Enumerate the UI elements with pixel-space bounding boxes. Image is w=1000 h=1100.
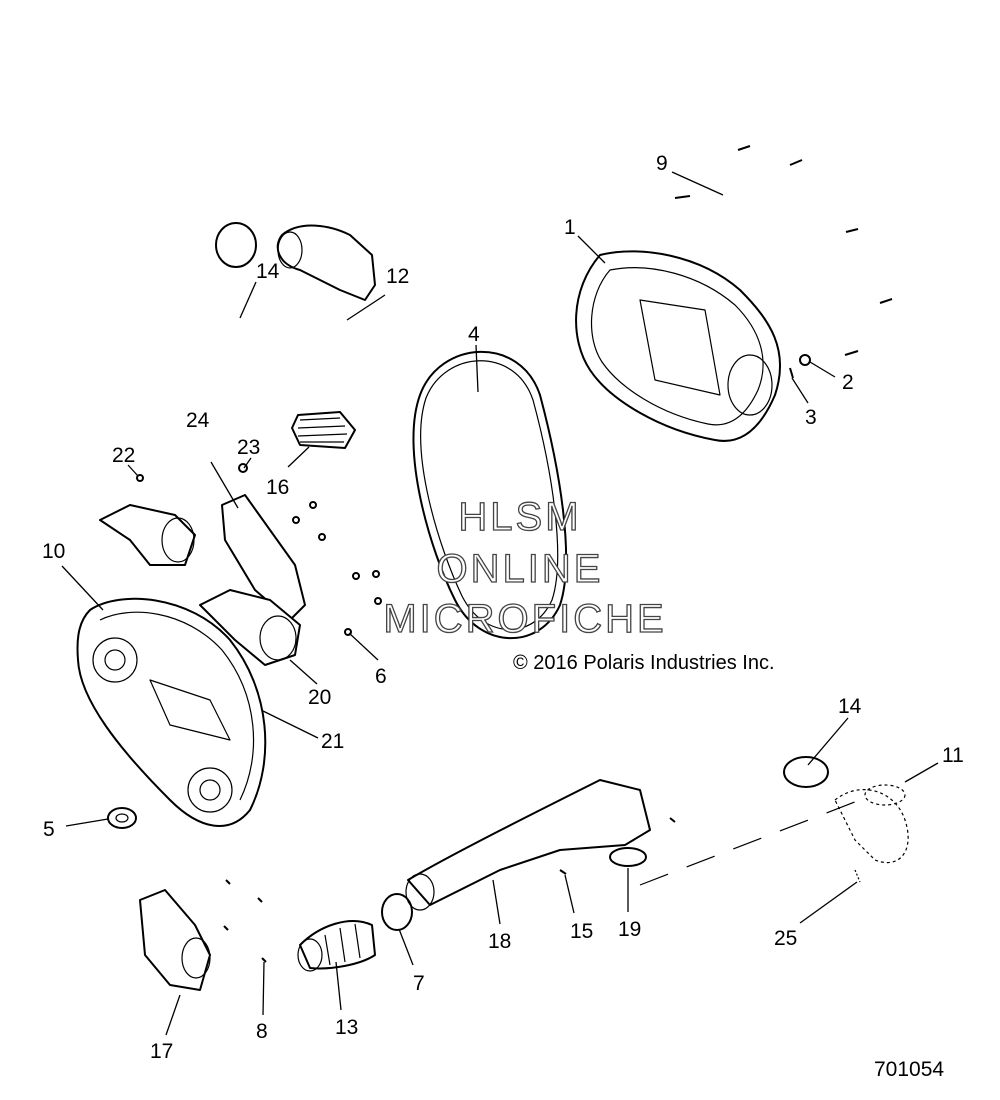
copyright-notice: © 2016 Polaris Industries Inc.	[513, 652, 775, 674]
callout-21: 21	[321, 730, 344, 753]
callout-19: 19	[618, 918, 641, 941]
lower-duct	[139, 889, 211, 991]
watermark-line-3: MICROFICHE	[383, 597, 666, 641]
callout-11: 11	[942, 744, 964, 767]
callout-13: 13	[335, 1016, 358, 1039]
watermark: HLSM ONLINE MICROFICHE	[383, 494, 666, 641]
callout-14-right: 14	[838, 695, 862, 718]
callout-20: 20	[308, 686, 331, 709]
heat-shield	[221, 494, 306, 621]
intake-duct-left	[99, 504, 196, 566]
pin	[789, 367, 794, 379]
elbow-duct	[834, 784, 909, 864]
callout-10: 10	[42, 540, 65, 563]
outer-clutch-cover	[575, 250, 782, 442]
cover-screws	[674, 145, 893, 356]
drive-belt	[412, 350, 568, 640]
callout-9: 9	[656, 152, 668, 175]
callout-22: 22	[112, 444, 135, 467]
inner-clutch-cover	[76, 597, 267, 827]
callout-8: 8	[256, 1020, 268, 1043]
hose-clamp-7	[381, 893, 413, 931]
watermark-line-2: ONLINE	[437, 547, 604, 591]
hose-clamp-right	[783, 756, 829, 788]
callout-23: 23	[237, 436, 260, 459]
intake-duct-adapter	[276, 224, 376, 301]
screw-15	[559, 869, 567, 875]
centerline	[639, 799, 861, 886]
vent-screen	[291, 411, 356, 449]
nut	[799, 354, 811, 366]
callout-4: 4	[468, 323, 480, 346]
callout-18: 18	[488, 930, 511, 953]
intake-hose	[297, 920, 376, 972]
callout-6: 6	[375, 665, 387, 688]
callout-5: 5	[43, 818, 55, 841]
main-duct	[405, 779, 651, 911]
screws-8	[223, 879, 267, 963]
callout-7: 7	[413, 972, 425, 995]
callout-15: 15	[570, 920, 593, 943]
callout-numbers: 1 2 3 4 5 6 7 8 9 10 11 12 13 14 14 15 1…	[42, 152, 964, 1063]
hose-clamp-top	[215, 222, 257, 268]
hose-clamp-19	[609, 847, 647, 867]
screw-small	[669, 817, 676, 823]
leader-lines	[61, 171, 939, 1036]
washer	[107, 807, 137, 829]
callout-16: 16	[266, 476, 289, 499]
callout-25: 25	[774, 927, 797, 950]
callout-12: 12	[386, 265, 409, 288]
exhaust-duct-20	[199, 589, 301, 666]
callout-17: 17	[150, 1040, 173, 1063]
callout-1: 1	[564, 216, 576, 239]
callout-24: 24	[186, 409, 210, 432]
callout-2: 2	[842, 371, 854, 394]
watermark-line-1: HLSM	[458, 495, 581, 539]
callout-14-top: 14	[256, 260, 280, 283]
drawing-number: 701054	[874, 1058, 944, 1081]
callout-3: 3	[805, 406, 817, 429]
